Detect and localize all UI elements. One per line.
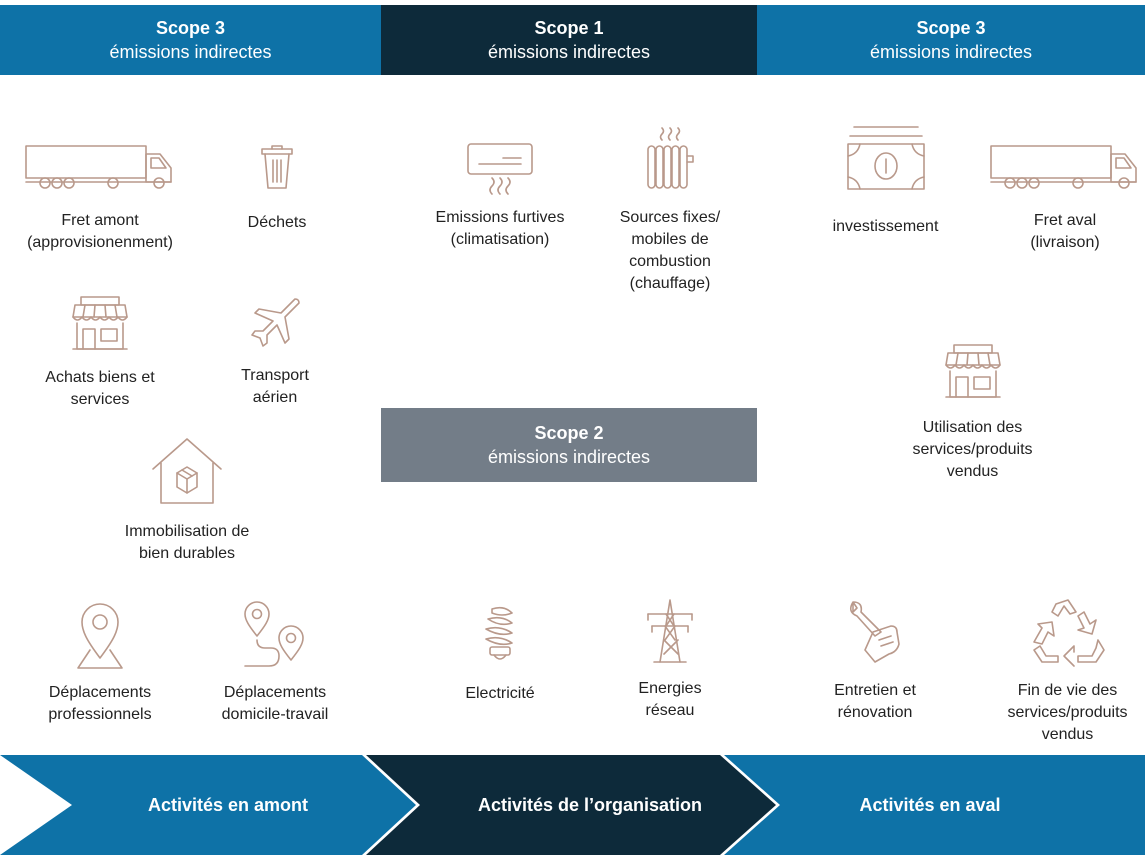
label-line: Electricité (465, 685, 535, 702)
label-line: (chauffage) (629, 275, 711, 292)
header-subtitle: émissions indirectes (869, 42, 1033, 62)
upstream-arrow-shape (0, 755, 416, 855)
power-tower-icon (647, 599, 693, 663)
label-line: bien durables (138, 545, 236, 562)
house-box-icon (152, 438, 222, 504)
energies-item: Energies réseau (615, 598, 725, 722)
scope3-upstream-header: Scope 3 émissions indirectes (0, 5, 381, 75)
header-subtitle: émissions indirectes (487, 42, 651, 62)
label-line: Energies (638, 680, 702, 697)
recycle-icon (1032, 599, 1105, 667)
label-line: réseau (645, 702, 695, 719)
header-title: Scope 3 (916, 18, 986, 38)
truck-icon (990, 145, 1137, 189)
label-line: (approvisionenment) (27, 234, 173, 251)
label-line: (climatisation) (450, 231, 550, 248)
fret-aval-item: Fret aval (livraison) (985, 142, 1145, 254)
truck-icon (25, 145, 172, 189)
sources-fixes-item: Sources fixes/ mobiles de combustion (ch… (605, 126, 735, 295)
label-line: domicile-travail (221, 706, 329, 723)
label-line: Sources fixes/ (619, 209, 721, 226)
label-line: professionnels (48, 706, 152, 723)
arrow-label-amont: Activités en amont (147, 794, 309, 815)
transport-aerien-item: Transport aérien (220, 295, 330, 409)
scope3-downstream-header: Scope 3 émissions indirectes (757, 5, 1145, 75)
label-line: services/produits (912, 441, 1033, 458)
deplacements-dom-item: Déplacements domicile-travail (200, 600, 350, 726)
trash-icon (261, 145, 293, 189)
arrow-label-aval: Activités en aval (859, 794, 1001, 815)
fret-amont-item: Fret amont (approvisionenment) (0, 142, 200, 254)
label-line: combustion (629, 253, 711, 270)
radiator-icon (647, 127, 694, 189)
deplacements-pro-item: Déplacements professionnels (25, 600, 175, 726)
label-line: rénovation (837, 704, 913, 721)
storefront-icon (72, 296, 128, 350)
immobilisation-item: Immobilisation de bien durables (92, 437, 282, 565)
label-line: mobiles de (631, 231, 709, 248)
scope2-header: Scope 2 émissions indirectes (381, 408, 757, 482)
label-line: Fin de vie des (1017, 682, 1118, 699)
label-line: services (70, 391, 130, 408)
label-line: services/produits (1007, 704, 1128, 721)
header-subtitle: émissions indirectes (109, 42, 272, 62)
label-line: vendus (946, 463, 999, 480)
entretien-item: Entretien et rénovation (810, 600, 940, 724)
header-title: Scope 2 (534, 423, 604, 443)
achats-item: Achats biens et services (15, 295, 185, 411)
wrench-hand-icon (849, 601, 900, 663)
label-line: Transport (241, 367, 309, 384)
utilisation-item: Utilisation des services/produits vendus (885, 343, 1060, 483)
emissions-furtives-item: Emissions furtives (climatisation) (410, 140, 590, 251)
label-line: investissement (832, 218, 939, 235)
label-line: (livraison) (1030, 234, 1100, 251)
electricite-item: Electricité (440, 605, 560, 705)
label-line: vendus (1041, 726, 1094, 743)
label-line: Entretien et (834, 682, 916, 699)
scope1-header: Scope 1 émissions indirectes (381, 5, 757, 75)
header-subtitle: émissions indirectes (487, 447, 651, 467)
map-pin-icon (77, 603, 123, 669)
investissement-item: investissement (808, 124, 963, 238)
label-line: Achats biens et (45, 369, 155, 386)
label-line: Utilisation des (922, 419, 1023, 436)
banknote-icon (846, 126, 925, 190)
label-line: Fret amont (61, 212, 139, 229)
air-conditioner-icon (467, 143, 533, 195)
label-line: Déplacements (48, 684, 152, 701)
light-bulb-icon (485, 606, 513, 660)
downstream-arrow-shape (724, 755, 1145, 855)
airplane-icon (251, 298, 300, 347)
dechets-item: Déchets (222, 145, 332, 234)
label-line: Fret aval (1033, 212, 1097, 229)
label-line: Déchets (247, 214, 307, 231)
header-title: Scope 1 (534, 18, 604, 38)
header-title: Scope 3 (155, 18, 226, 38)
storefront-icon (944, 344, 1001, 398)
organisation-arrow-shape (366, 755, 776, 855)
arrow-label-organisation: Activités de l’organisation (477, 794, 703, 815)
label-line: Déplacements (223, 684, 327, 701)
label-line: Immobilisation de (124, 523, 250, 540)
label-line: aérien (252, 389, 298, 406)
fin-de-vie-item: Fin de vie des services/produits vendus (990, 598, 1145, 746)
route-pins-icon (244, 601, 304, 667)
label-line: Emissions furtives (435, 209, 565, 226)
value-chain-arrows (0, 755, 1145, 855)
